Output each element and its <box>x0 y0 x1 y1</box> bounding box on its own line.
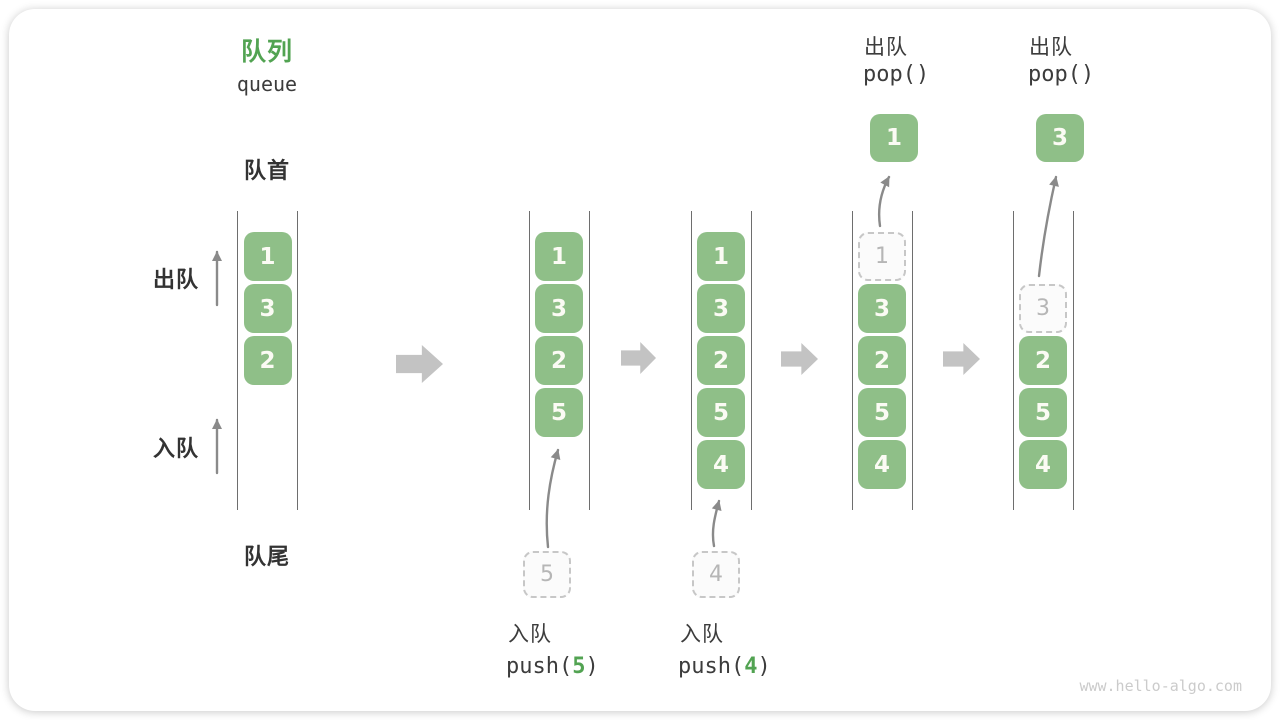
enqueue-op-code-part: 4 <box>744 654 758 679</box>
label-dequeue: 出队 <box>152 267 200 292</box>
queue-4-item: 5 <box>858 388 906 437</box>
queue-4-rails <box>851 211 913 510</box>
queue-3-item: 3 <box>697 284 745 333</box>
queue-3-item: 2 <box>697 336 745 385</box>
watermark: www.hello-algo.com <box>1079 677 1242 695</box>
enqueue-op-code-part: ) <box>585 654 599 679</box>
enqueue-op-code: push(5) <box>506 654 599 679</box>
queue-5-popped-item: 3 <box>1036 114 1084 162</box>
label-enqueue: 入队 <box>152 436 200 461</box>
enqueue-op-code-part: push( <box>506 654 573 679</box>
queue-3-item: 4 <box>697 440 745 489</box>
queue-2-staging-item: 5 <box>523 551 571 598</box>
queue-2-rails <box>528 211 590 510</box>
queue-2-item: 2 <box>535 336 583 385</box>
enqueue-op-code-part: 5 <box>572 654 586 679</box>
queue-4-item: 2 <box>858 336 906 385</box>
queue-5-item: 2 <box>1019 336 1067 385</box>
dequeue-op-label: 出队 <box>1029 36 1073 59</box>
queue-5-item: 3 <box>1019 284 1067 333</box>
queue-3-staging-item: 4 <box>692 551 740 598</box>
dequeue-op-code: pop() <box>1028 62 1095 87</box>
queue-5-item: 4 <box>1019 440 1067 489</box>
queue-4-popped-item: 1 <box>870 114 918 162</box>
queue-2-item: 3 <box>535 284 583 333</box>
enqueue-op-label: 入队 <box>680 623 724 646</box>
queue-5-rails <box>1012 211 1074 510</box>
queue-4-item: 1 <box>858 232 906 281</box>
enqueue-op-code-part: push( <box>678 654 745 679</box>
enqueue-op-label: 入队 <box>508 623 552 646</box>
queue-2-item: 1 <box>535 232 583 281</box>
queue-4-item: 4 <box>858 440 906 489</box>
queue-3-item: 1 <box>697 232 745 281</box>
label-queue-front: 队首 <box>243 158 291 183</box>
queue-4-item: 3 <box>858 284 906 333</box>
queue-2-item: 5 <box>535 388 583 437</box>
enqueue-op-code-part: ) <box>757 654 771 679</box>
enqueue-op-code: push(4) <box>678 654 771 679</box>
queue-1-item: 1 <box>243 232 292 281</box>
queue-1-item: 2 <box>243 336 292 385</box>
figure-title: 队列 <box>240 38 294 66</box>
figure-subtitle: queue <box>236 72 298 96</box>
queue-1-item: 3 <box>243 284 292 333</box>
label-queue-rear: 队尾 <box>243 544 291 569</box>
queue-1-rails <box>237 211 298 510</box>
queue-3-item: 5 <box>697 388 745 437</box>
dequeue-op-code: pop() <box>863 62 930 87</box>
queue-3-rails <box>690 211 752 510</box>
queue-5-item: 5 <box>1019 388 1067 437</box>
dequeue-op-label: 出队 <box>864 36 908 59</box>
